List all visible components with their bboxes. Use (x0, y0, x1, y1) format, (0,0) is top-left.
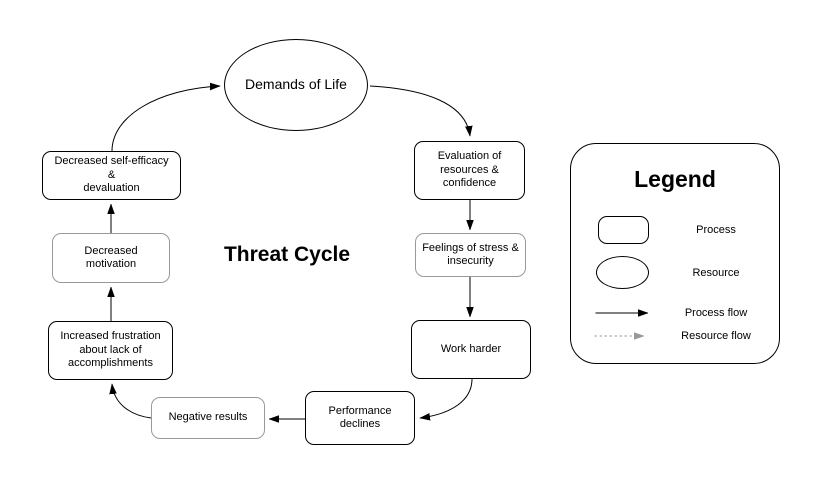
arrow-work-harder-to-performance (420, 378, 473, 418)
node-label: Decreased motivation (84, 244, 138, 270)
arrow-demands-to-evaluation (369, 85, 470, 136)
arrow-self-efficacy-to-demands (111, 86, 220, 152)
resource-shape-icon (596, 256, 649, 289)
node-demands-of-life: Demands of Life (224, 39, 368, 131)
legend-resource-label: Resource (692, 267, 740, 279)
diagram-title: Threat Cycle (223, 243, 351, 266)
node-label: Increased frustration about lack of acco… (60, 330, 161, 370)
node-label: Performance declines (328, 404, 392, 430)
node-label: Negative results (168, 411, 248, 424)
resource-flow-arrow-icon (594, 329, 656, 343)
node-work-harder: Work harder (411, 320, 531, 379)
node-performance-declines: Performance declines (305, 391, 415, 445)
legend-panel: Legend Process Resource Process flow Res… (570, 143, 780, 364)
node-label: Evaluation of resources & confidence (437, 150, 502, 190)
node-evaluation-of-resources: Evaluation of resources & confidence (414, 141, 525, 200)
node-label: Decreased self-efficacy & devaluation (54, 155, 169, 195)
node-decreased-self-efficacy: Decreased self-efficacy & devaluation (42, 151, 181, 200)
legend-process-flow-label: Process flow (684, 307, 748, 319)
process-flow-arrow-icon (595, 306, 659, 320)
legend-process-label: Process (696, 224, 736, 236)
node-negative-results: Negative results (151, 397, 265, 439)
process-shape-icon (598, 216, 649, 244)
node-label: Demands of Life (245, 76, 347, 93)
node-increased-frustration: Increased frustration about lack of acco… (48, 321, 173, 380)
arrow-negative-results-to-frustration (112, 384, 152, 419)
node-feelings-of-stress: Feelings of stress & insecurity (415, 233, 526, 277)
node-label: Work harder (440, 342, 502, 355)
legend-resource-flow-label: Resource flow (681, 330, 751, 342)
node-decreased-motivation: Decreased motivation (52, 233, 170, 283)
node-label: Feelings of stress & insecurity (422, 241, 519, 267)
legend-title: Legend (634, 166, 716, 192)
